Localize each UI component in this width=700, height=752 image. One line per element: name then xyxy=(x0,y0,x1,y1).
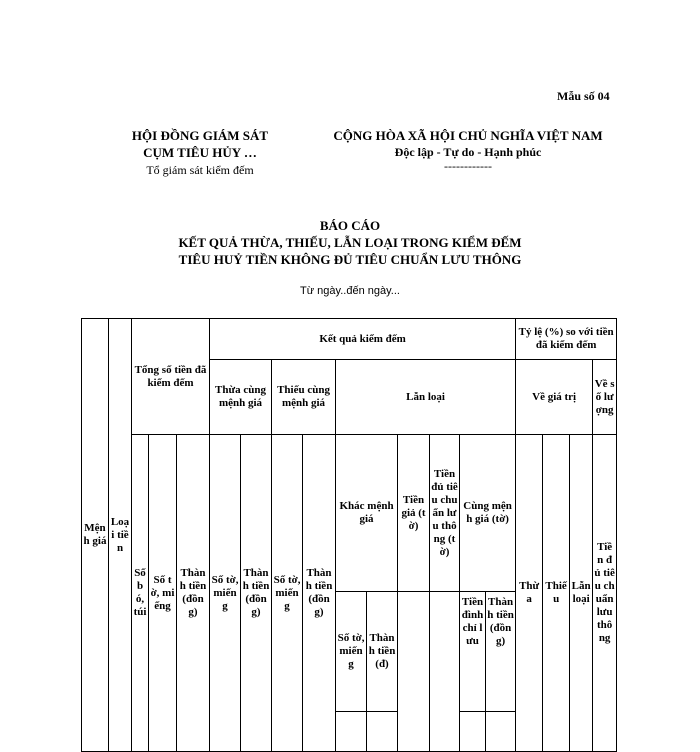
col-ve-gia-tri: Về giá trị xyxy=(515,359,594,435)
col-tien-dinh-chi: Tiền đình chỉ lưu xyxy=(459,591,487,712)
report-title-line3: TIÊU HUỶ TIỀN KHÔNG ĐỦ TIÊU CHUẨN LƯU TH… xyxy=(178,252,522,267)
col-lan-loai: Lẫn loại xyxy=(335,359,517,435)
report-table: Mệnh giá Loại tiền Tổng số tiền đã kiểm … xyxy=(81,318,618,752)
col-ty-le-lan-loai: Lẫn loại xyxy=(569,434,594,752)
report-title-line2: KẾT QUẢ THỪA, THIẾU, LẪN LOẠI TRONG KIỂM… xyxy=(178,235,522,250)
col-khac-menh-gia: Khác mệnh giá xyxy=(335,434,399,592)
council-name: HỘI ĐỒNG GIÁM SÁT xyxy=(131,128,269,143)
col-thieu-cung-menh-gia: Thiếu cùng mệnh giá xyxy=(271,359,337,435)
col-so-to-mieng-total: Số tờ, miếng xyxy=(148,434,177,752)
col-tien-gia-data xyxy=(397,591,431,752)
report-title: BÁO CÁO KẾT QUẢ THỪA, THIẾU, LẪN LOẠI TR… xyxy=(0,217,700,268)
date-range: Từ ngày..đến ngày... xyxy=(300,285,400,297)
col-cung-menh-gia: Cùng mệnh giá (tờ) xyxy=(459,434,517,592)
col-ty-le-thua: Thừa xyxy=(515,434,544,752)
col-tien-du-tieu-chuan: Tiền đủ tiêu chuẩn lưu thông (tờ) xyxy=(429,434,461,592)
issuing-body-header: HỘI ĐỒNG GIÁM SÁT CỤM TIÊU HỦY … Tổ giám… xyxy=(100,127,300,179)
header-separator: ------------ xyxy=(444,159,492,173)
col-loai-tien: Loại tiền xyxy=(108,318,132,752)
col-ve-so-luong: Về số lượng xyxy=(592,359,618,435)
col-so-to-mieng-thieu: Số tờ, miếng xyxy=(271,434,304,752)
data-cell xyxy=(366,711,399,752)
col-so-bo-tui: Số bó, túi xyxy=(131,434,149,752)
col-ty-le-thieu: Thiếu xyxy=(542,434,571,752)
col-thanh-tien-thua: Thành tiền (đồng) xyxy=(240,434,273,752)
col-thanh-tien-total: Thành tiền (đồng) xyxy=(175,434,211,752)
cluster-name: CỤM TIÊU HỦY … xyxy=(143,145,257,160)
col-thanh-tien-thieu: Thành tiền (đồng) xyxy=(302,434,337,752)
col-ket-qua-kiem-dem: Kết quả kiểm đếm xyxy=(209,318,517,360)
team-name: Tổ giám sát kiểm đếm xyxy=(146,163,254,177)
data-cell xyxy=(335,711,368,752)
col-khac-thanh-tien: Thành tiền (đ) xyxy=(366,591,399,712)
col-menh-gia: Mệnh giá xyxy=(81,318,109,752)
col-khac-so-to: Số tờ, miếng xyxy=(335,591,368,712)
col-thua-cung-menh-gia: Thừa cùng mệnh giá xyxy=(209,359,273,435)
col-tien-gia: Tiền giả (tờ) xyxy=(397,434,431,592)
col-ty-le: Tỷ lệ (%) so với tiền đã kiểm đếm xyxy=(515,318,618,360)
col-cung-thanh-tien: Thành tiền (đồng) xyxy=(485,591,517,712)
country-name: CỘNG HÒA XÃ HỘI CHỦ NGHĨA VIỆT NAM xyxy=(333,128,603,143)
national-motto: Độc lập - Tự do - Hạnh phúc xyxy=(394,145,542,159)
form-number: Mẫu số 04 xyxy=(557,89,610,103)
data-cell xyxy=(459,711,487,752)
report-title-line1: BÁO CÁO xyxy=(319,218,381,233)
col-so-to-mieng-thua: Số tờ, miếng xyxy=(209,434,242,752)
col-ty-le-tien-du-tc: Tiền đủ tiêu chuẩn lưu thông xyxy=(592,434,618,752)
col-tong-so-tien: Tổng số tiền đã kiểm đếm xyxy=(130,318,211,435)
data-cell xyxy=(485,711,517,752)
col-tien-du-tc-data xyxy=(429,591,461,752)
national-header: CỘNG HÒA XÃ HỘI CHỦ NGHĨA VIỆT NAM Độc l… xyxy=(318,127,618,173)
